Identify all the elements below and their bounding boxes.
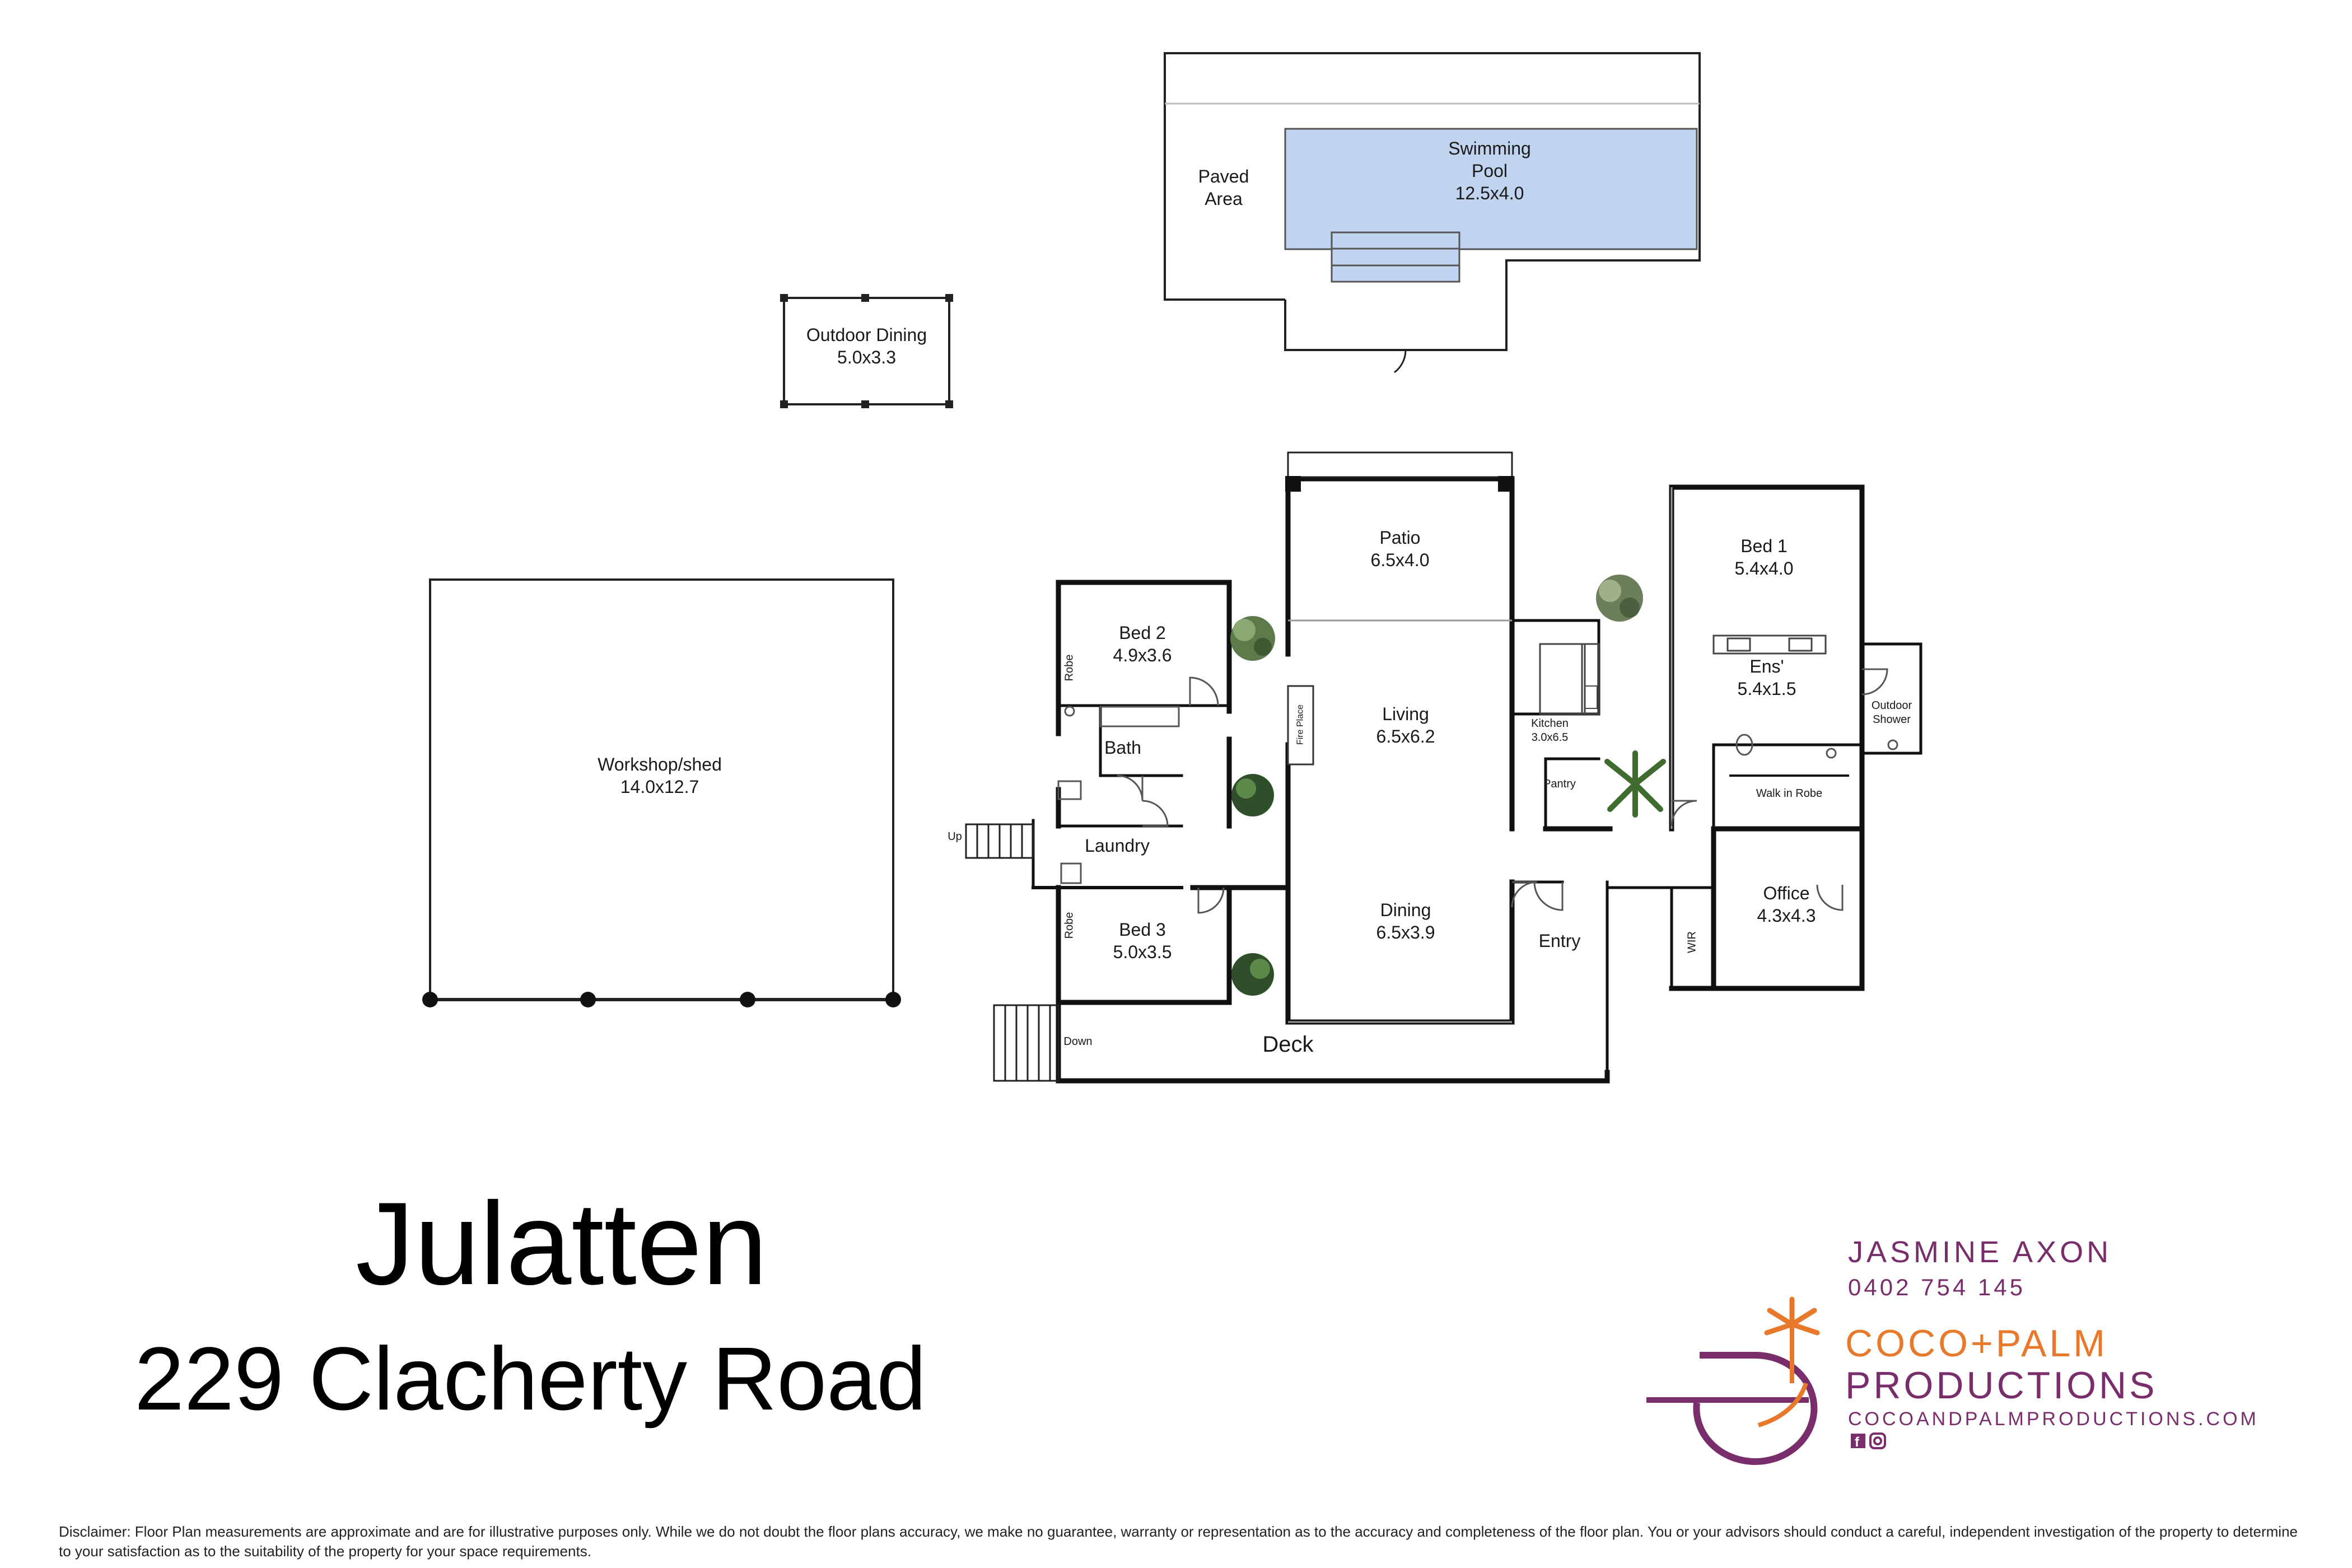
stairs-up-label: Up bbox=[948, 830, 962, 843]
pool-steps bbox=[1331, 231, 1460, 283]
outdoor-dining-structure bbox=[780, 294, 953, 408]
plant-icon bbox=[1596, 575, 1643, 622]
instagram-icon bbox=[1869, 1432, 1886, 1449]
company-website: COCOANDPALMPRODUCTIONS.COM bbox=[1848, 1408, 2259, 1430]
pantry-label: Pantry bbox=[1543, 778, 1576, 790]
palm-icon bbox=[1604, 750, 1666, 818]
deck-label: Deck bbox=[1262, 1032, 1314, 1057]
facebook-icon: f bbox=[1851, 1434, 1865, 1450]
fireplace-label: Fire Place bbox=[1295, 704, 1305, 745]
pool-gate bbox=[1378, 349, 1407, 374]
patio-posts bbox=[1285, 476, 1514, 492]
address-title: 229 Clacherty Road bbox=[134, 1328, 927, 1429]
ensuite-vanity bbox=[1712, 634, 1827, 655]
windows bbox=[1287, 451, 1673, 1023]
entry-label: Entry bbox=[1538, 931, 1581, 951]
wir-label: WIR bbox=[1686, 931, 1698, 953]
ensuite-fittings bbox=[1735, 734, 1898, 759]
plant-icon bbox=[1231, 774, 1274, 816]
pool-area bbox=[1164, 52, 1701, 374]
company-name-2: PRODUCTIONS bbox=[1845, 1364, 2158, 1407]
paved-area-outline bbox=[1164, 52, 1701, 351]
walk-in-robe-label: Walk in Robe bbox=[1756, 787, 1823, 800]
agent-name: JASMINE AXON bbox=[1848, 1235, 2112, 1269]
bath-fittings bbox=[1057, 706, 1180, 884]
workshop-structure bbox=[422, 578, 901, 1007]
laundry-label: Laundry bbox=[1085, 836, 1150, 856]
svg-text:f: f bbox=[1855, 1435, 1860, 1450]
robe-2-label: Robe bbox=[1063, 654, 1076, 682]
company-name-1: COCO+PALM bbox=[1845, 1322, 2108, 1365]
ensuite-label: Ens'5.4x1.5 bbox=[1737, 656, 1796, 699]
town-title: Julatten bbox=[356, 1178, 768, 1309]
plant-icons bbox=[1230, 575, 1666, 996]
stairs-down-label: Down bbox=[1063, 1035, 1093, 1048]
coco-palm-logo-icon bbox=[1646, 1296, 1820, 1465]
bath-label: Bath bbox=[1104, 738, 1141, 758]
stairs-down bbox=[993, 1004, 1060, 1082]
plant-icon bbox=[1230, 616, 1275, 661]
robe-3-label: Robe bbox=[1063, 912, 1076, 939]
agent-phone: 0402 754 145 bbox=[1848, 1274, 2026, 1300]
disclaimer-text: Disclaimer: Floor Plan measurements are … bbox=[59, 1523, 2298, 1560]
pool-water bbox=[1284, 128, 1698, 250]
fireplace-hearth bbox=[1287, 685, 1314, 766]
door-swings bbox=[1117, 668, 1888, 914]
plant-icon bbox=[1231, 953, 1274, 996]
kitchen-bench bbox=[1539, 643, 1600, 715]
stairs-up bbox=[965, 823, 1034, 859]
